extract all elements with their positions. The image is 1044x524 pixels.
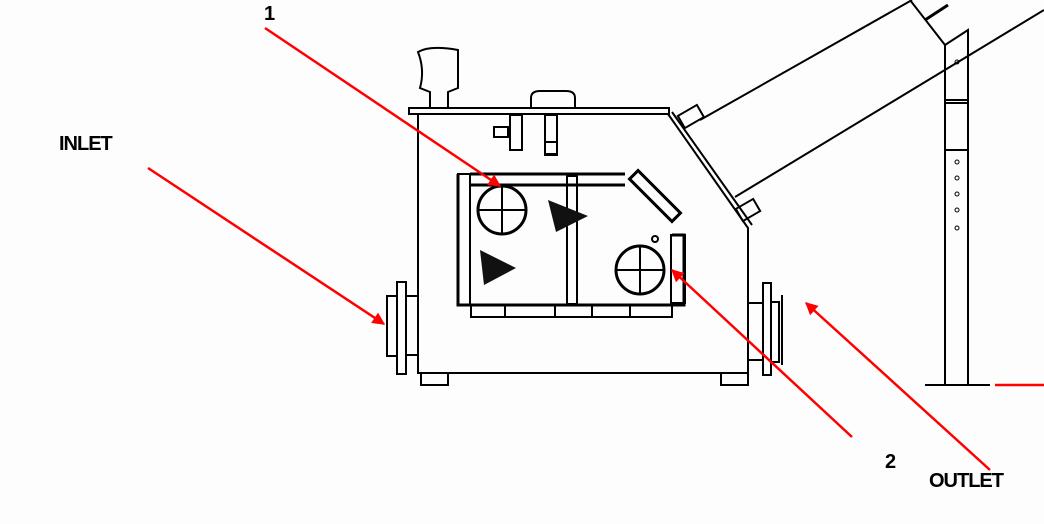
leader-outlet bbox=[805, 302, 991, 471]
discharge-chute bbox=[676, 0, 1044, 223]
leader-1 bbox=[264, 26, 502, 188]
housing bbox=[408, 46, 753, 386]
inlet-flange bbox=[386, 281, 418, 375]
leader-inlet bbox=[147, 166, 386, 326]
inlet-label: INLET bbox=[59, 133, 113, 155]
outlet-flange bbox=[748, 282, 783, 376]
outlet-label: OUTLET bbox=[929, 470, 1004, 492]
callout-2-label: 2 bbox=[885, 451, 896, 473]
leader-2 bbox=[671, 269, 853, 438]
support-column bbox=[925, 28, 1044, 387]
inspection-window bbox=[456, 168, 686, 318]
callout-1-label: 1 bbox=[264, 3, 275, 25]
